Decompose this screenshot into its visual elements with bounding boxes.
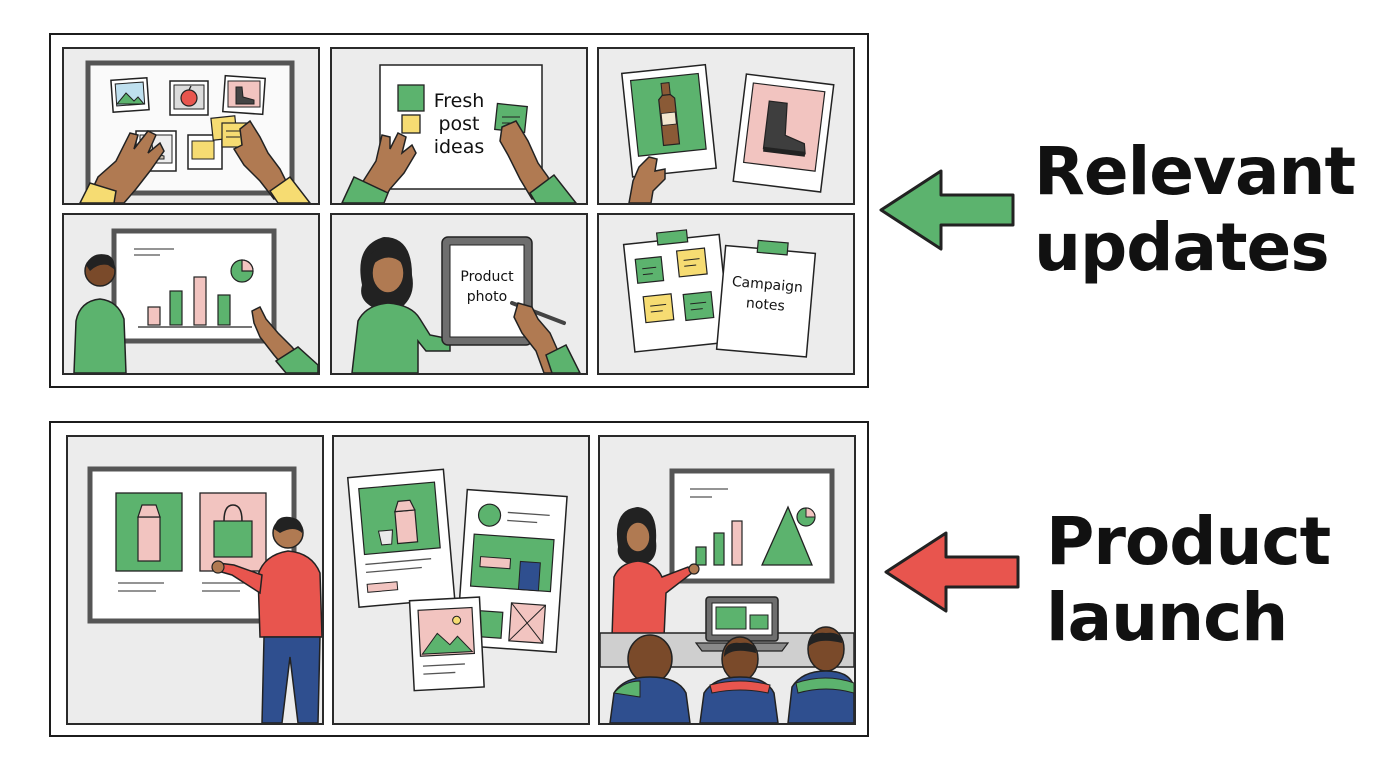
boot-icon bbox=[762, 100, 806, 157]
panel-photo-board bbox=[62, 47, 320, 205]
label-relevant-updates: Relevant updates bbox=[1034, 133, 1356, 286]
panel-product-photos bbox=[597, 47, 855, 205]
top-strip: Fresh post ideas bbox=[49, 33, 869, 388]
milk-carton-icon bbox=[137, 504, 161, 562]
apple-photo-icon bbox=[169, 80, 209, 116]
landscape-photo-icon bbox=[110, 76, 150, 114]
boot-photo-icon bbox=[221, 74, 267, 116]
product-photo-line-1: Product bbox=[460, 269, 514, 285]
campaign-line-1: Campaign bbox=[731, 274, 803, 296]
image-thumbnail-icon bbox=[417, 606, 476, 657]
panel-fresh-ideas: Fresh post ideas bbox=[330, 47, 588, 205]
fresh-line-2: post bbox=[438, 113, 479, 135]
bar-graph-icon bbox=[138, 276, 252, 328]
label-updates: updates bbox=[1034, 209, 1330, 286]
panel-campaign-notes: Campaign notes bbox=[597, 213, 855, 375]
label-product: Product bbox=[1046, 503, 1331, 580]
panel-launch-presentation bbox=[598, 435, 856, 725]
fresh-line-3: ideas bbox=[434, 136, 485, 158]
panel-launch-board bbox=[66, 435, 324, 725]
green-arrow-icon bbox=[879, 169, 1015, 251]
audience bbox=[609, 626, 854, 723]
label-launch: launch bbox=[1046, 579, 1288, 656]
bottle-icon bbox=[658, 82, 681, 147]
label-product-launch: Product launch bbox=[1046, 503, 1331, 656]
shopping-bag-icon bbox=[213, 504, 253, 558]
red-arrow-icon bbox=[884, 531, 1020, 613]
panel-product-photo-tablet: Product photo bbox=[330, 213, 588, 375]
pie-chart-icon bbox=[230, 259, 254, 283]
panel-chart-review bbox=[62, 213, 320, 375]
campaign-line-2: notes bbox=[745, 295, 785, 314]
product-photo-line-2: photo bbox=[467, 289, 507, 305]
fresh-line-1: Fresh bbox=[434, 90, 485, 112]
label-relevant: Relevant bbox=[1034, 133, 1356, 210]
panel-launch-documents bbox=[332, 435, 590, 725]
carton-icon bbox=[377, 499, 419, 546]
bottom-strip bbox=[49, 421, 869, 737]
